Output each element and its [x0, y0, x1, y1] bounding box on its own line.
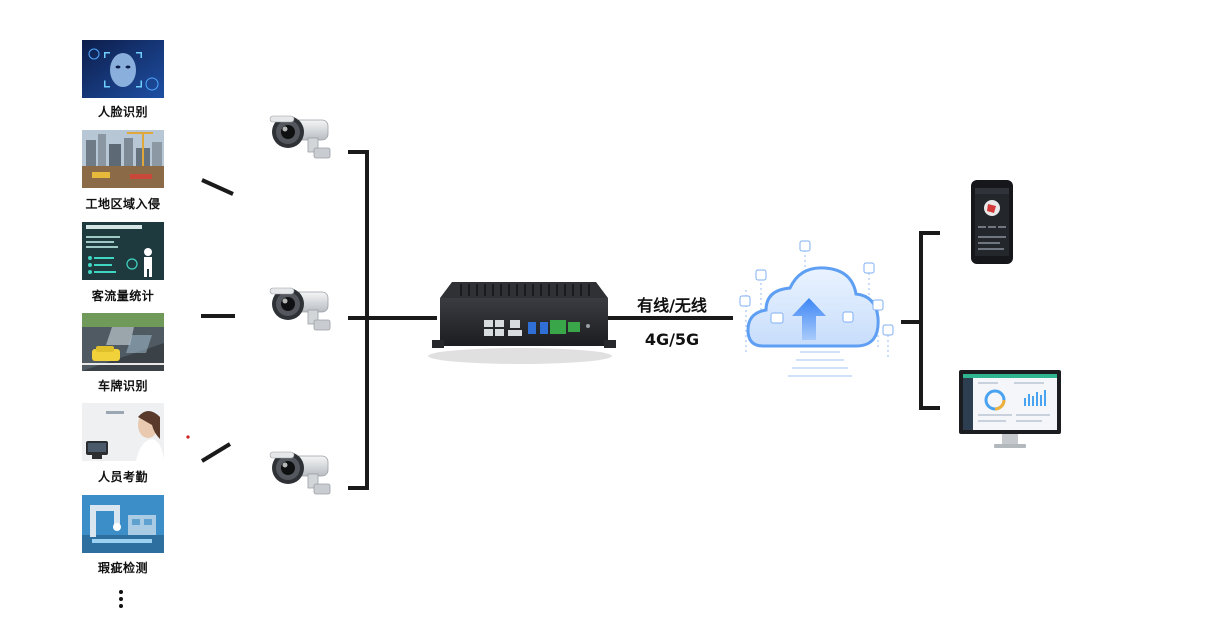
app-label-face: 人脸识别	[97, 105, 148, 119]
app-label-attend: 人员考勤	[97, 470, 148, 484]
app-camera-link-1	[201, 178, 234, 196]
camera-icon-2	[269, 287, 331, 331]
app-label-flow: 客流量统计	[91, 289, 155, 303]
license-plate-thumbnail	[82, 313, 164, 371]
edge-computing-box-icon	[428, 282, 616, 364]
app-label-plate: 车牌识别	[97, 379, 148, 393]
defect-detection-thumbnail	[82, 495, 164, 553]
people-counting-thumbnail	[82, 222, 164, 280]
camera-icon-1	[269, 115, 331, 159]
camera-icon-3	[269, 451, 331, 495]
monitor-icon	[959, 370, 1061, 448]
app-camera-link-3	[200, 442, 232, 463]
app-label-site: 工地区域入侵	[85, 197, 161, 211]
cloud-upload-icon	[739, 240, 894, 377]
face-recognition-thumbnail	[82, 40, 164, 98]
attendance-thumbnail	[82, 403, 164, 461]
clients-bracket	[919, 231, 940, 410]
more-applications-marker	[114, 590, 128, 611]
construction-site-thumbnail	[82, 130, 164, 188]
smartphone-icon	[971, 180, 1013, 264]
app-label-defect: 瑕疵检测	[97, 561, 148, 575]
connection-type-label: 有线/无线	[637, 296, 707, 315]
network-type-label: 4G/5G	[644, 330, 700, 349]
